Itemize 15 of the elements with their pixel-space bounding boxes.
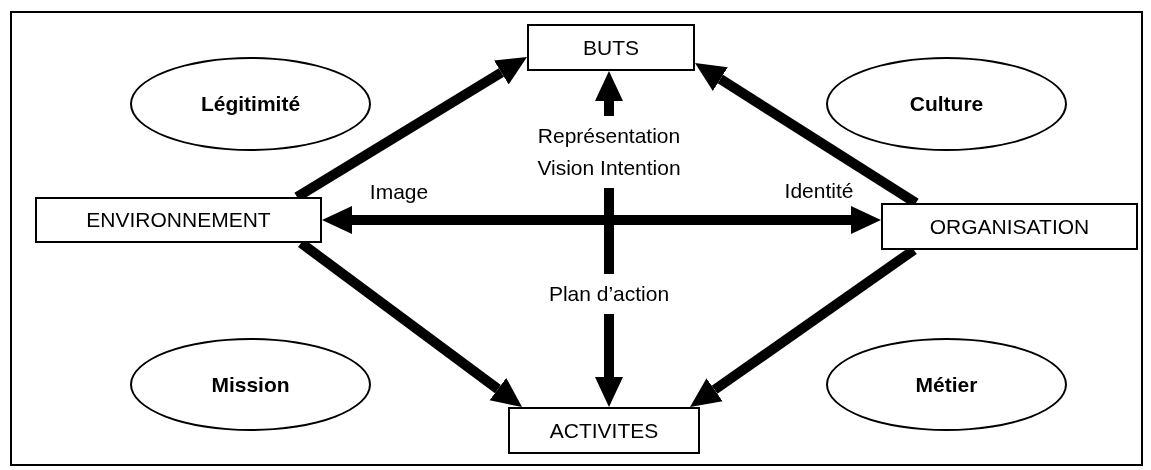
node-label: ENVIRONNEMENT [86, 208, 271, 232]
node-label: BUTS [583, 35, 639, 60]
node-label: Mission [211, 372, 290, 397]
node-label: Métier [915, 372, 978, 397]
node-label: ACTIVITES [549, 418, 659, 443]
node-label: ORGANISATION [929, 214, 1090, 239]
line-label: Image [369, 180, 429, 204]
node-label: Légitimité [200, 92, 301, 116]
line-label: Identité [784, 179, 854, 203]
node-label: Culture [909, 92, 984, 116]
process-box [35, 197, 322, 243]
process-box [527, 24, 695, 71]
arrow [322, 205, 881, 234]
process-box [881, 203, 1138, 250]
process-box [508, 407, 700, 454]
